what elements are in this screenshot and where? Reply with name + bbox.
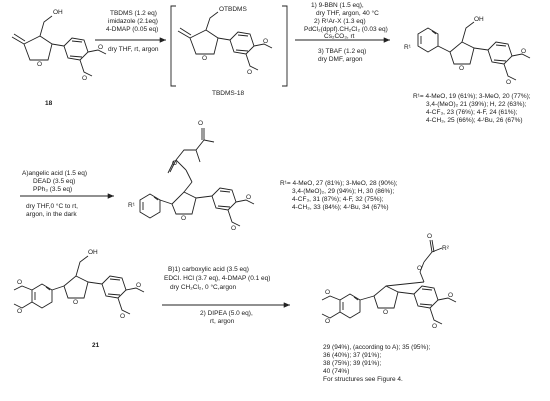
svg-text:O: O xyxy=(17,279,22,286)
yields2-line-2: 3,4-(MeO)₂, 29 (94%); H, 30 (86%); xyxy=(292,188,395,195)
step4-reagent-1: B)1) carboxylic acid (3.5 eq) xyxy=(168,266,249,273)
step2-reagent-2: dry THF, argon, 40 °C xyxy=(316,10,379,17)
svg-text:O: O xyxy=(506,79,511,86)
prod-oh-label: OH xyxy=(474,16,484,23)
svg-text:O: O xyxy=(325,318,330,325)
svg-text:O: O xyxy=(459,65,464,72)
compound-18-label: 18 xyxy=(45,100,53,107)
svg-text:O: O xyxy=(417,265,422,272)
bracket-right xyxy=(282,5,288,87)
step3-reagent-2: DEAD (3.5 eq) xyxy=(33,178,76,185)
step1-reagent-2: imidazole (2.1eq) xyxy=(108,18,158,25)
sm-oh-label: OH xyxy=(53,9,63,16)
svg-text:O: O xyxy=(247,69,252,76)
yields2-line-1: R¹= 4-MeO, 27 (81%); 3-MeO, 28 (90%); xyxy=(280,180,398,187)
svg-text:O: O xyxy=(521,48,526,55)
step4-reagent-3: dry CH₂Cl₂, 0 °C,argon xyxy=(170,284,237,291)
step1-conditions: dry THF, rt, argon xyxy=(108,46,159,53)
prod2-r1-label: R¹ xyxy=(128,202,135,209)
bracket-left xyxy=(170,5,176,87)
step2-reagent-3: 2) R¹Ar-X (1.3 eq) xyxy=(314,18,366,25)
yields3-line-1: 29 (94%), (according to A); 35 (95%); xyxy=(323,344,431,351)
svg-text:O: O xyxy=(17,308,22,315)
arrows xyxy=(20,37,390,308)
yields1-line-1: R¹= 4-MeO, 19 (61%); 3-MeO, 20 (77%); xyxy=(413,93,531,100)
yields1-line-2: 3,4-(MeO)₂ 21 (39%); H, 22 (63%); xyxy=(426,101,527,108)
yields1-line-4: 4-CH₃, 25 (66%); 4-ᵗBu, 26 (67%) xyxy=(426,117,523,124)
product-35-40-structure xyxy=(321,239,457,325)
compound-18-structure xyxy=(11,15,107,77)
step3-conditions-2: argon, in the dark xyxy=(26,211,77,218)
prod-r1-label: R¹ xyxy=(404,44,411,51)
yields1-line-3: 4-CF₃, 23 (76%); 4-F, 24 (61%); xyxy=(426,109,518,116)
svg-text:O: O xyxy=(82,75,87,82)
step1-reagent-1: TBDMS (1.2 eq) xyxy=(110,10,157,17)
int-tbdms-18-label: TBDMS-18 xyxy=(212,90,245,97)
svg-text:O: O xyxy=(448,292,453,299)
svg-text:O: O xyxy=(120,313,125,320)
step4-conditions-1: 2) DIPEA (5.0 eq), xyxy=(200,310,253,317)
step1-reagent-3: 4-DMAP (0.05 eq) xyxy=(106,26,159,33)
svg-text:O: O xyxy=(202,55,207,62)
step3-reagent-3: PPh₃ (3.5 eq) xyxy=(33,186,73,193)
svg-text:O: O xyxy=(136,282,141,289)
svg-text:O: O xyxy=(98,44,103,51)
svg-text:O: O xyxy=(198,120,203,127)
yields3-line-4: 40 (74%) xyxy=(323,368,350,375)
step4-reagent-2: EDCI. HCl (3.7 eq), 4-DMAP (0.1 eq) xyxy=(164,275,271,282)
svg-text:O: O xyxy=(246,194,251,201)
int-otbdms-label: OTBDMS xyxy=(219,6,247,13)
svg-text:O: O xyxy=(73,299,78,306)
sm21-oh-label: OH xyxy=(88,249,98,256)
yields2-line-4: 4-CH₃, 33 (84%); 4-ᵗBu, 34 (67%) xyxy=(292,204,389,211)
step2-reagent-5: Cs₂CO₃, rt xyxy=(324,33,355,40)
compound-21-structure xyxy=(13,255,145,315)
svg-text:O: O xyxy=(325,289,330,296)
svg-text:O: O xyxy=(263,38,268,45)
yields3-line-3: 38 (75%); 39 (91%); xyxy=(323,360,382,367)
step4-conditions-2: rt, argon xyxy=(210,318,235,325)
step2-conditions-1: 3) TBAF (1.2 eq) xyxy=(318,48,367,55)
svg-text:O: O xyxy=(172,160,177,167)
yields2-line-3: 4-CF₃, 31 (87%); 4-F, 32 (75%); xyxy=(292,196,384,203)
step2-conditions-2: dry DMF, argon xyxy=(318,56,363,63)
step3-conditions-1: dry THF,0 °C to rt, xyxy=(26,203,78,210)
svg-text:O: O xyxy=(432,323,437,330)
svg-text:O: O xyxy=(37,61,42,68)
prod3-r2-label: R² xyxy=(442,245,449,252)
product-19-26-structure xyxy=(417,21,531,81)
intermediate-tbdms-18-structure xyxy=(177,11,273,71)
svg-text:O: O xyxy=(181,215,186,222)
yields3-note: For structures see Figure 4. xyxy=(323,376,403,383)
step3-reagent-1: A)angelic acid (1.5 eq) xyxy=(22,170,88,177)
step2-reagent-1: 1) 9-BBN (1.5 eq), xyxy=(311,2,364,9)
product-27-34-structure xyxy=(139,128,255,227)
compound-21-label: 21 xyxy=(92,342,100,349)
step2-reagent-4: PdCl₂(dppf).CH₂Cl₂ (0.03 eq) xyxy=(304,26,388,33)
yields3-line-2: 36 (40%); 37 (91%); xyxy=(323,352,382,359)
svg-text:O: O xyxy=(427,233,432,240)
svg-text:O: O xyxy=(383,309,388,316)
svg-text:O: O xyxy=(231,225,236,232)
